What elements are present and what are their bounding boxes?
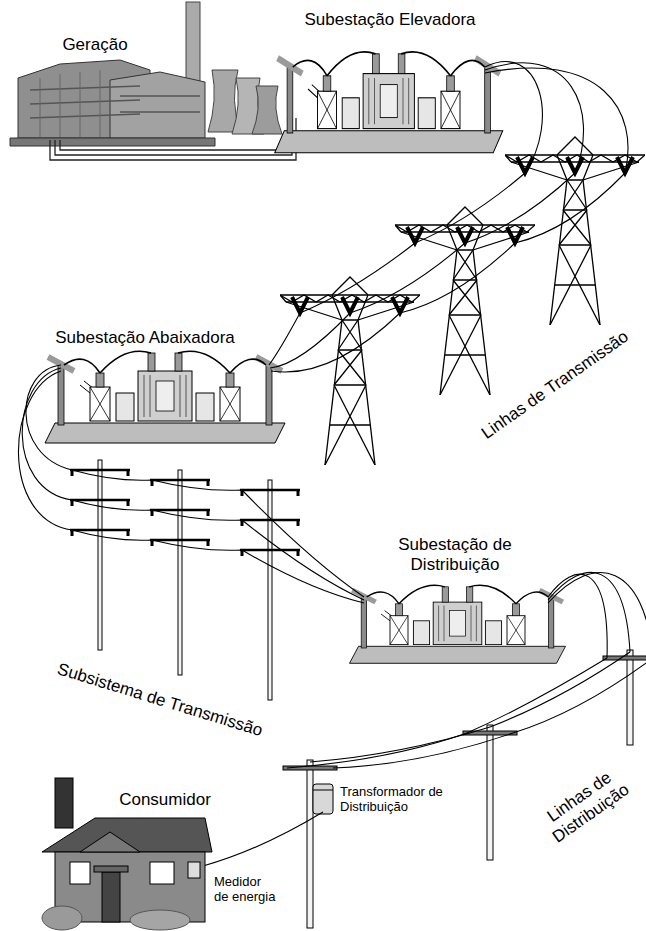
step-up-substation [275, 52, 503, 153]
label: Linhas de Transmissão [478, 327, 632, 443]
subtransmission-wires [18, 365, 364, 603]
distribution-substation [350, 585, 566, 663]
distribution-wires [203, 572, 646, 866]
subtransmission-poles [70, 460, 300, 700]
label: Medidor de energia [214, 875, 278, 905]
label: Subestação Abaixadora [55, 328, 235, 348]
step-down-substation [45, 351, 285, 443]
distribution-transformer [313, 784, 333, 814]
label: Subestação de Distribuição [380, 535, 530, 574]
label: Geração [62, 35, 127, 55]
distribution-poles [283, 650, 646, 928]
transmission-tower [395, 207, 535, 395]
label: Consumidor [119, 790, 211, 810]
transmission-wires [269, 62, 628, 372]
label: Transformador de Distribuição [340, 785, 446, 815]
consumer-house [42, 778, 212, 930]
label: Subestação Elevadora [304, 10, 475, 30]
label: Linhas de Distribuição [529, 757, 642, 852]
label: Subsistema de Transmissão [55, 659, 265, 740]
power-plant [10, 2, 296, 160]
